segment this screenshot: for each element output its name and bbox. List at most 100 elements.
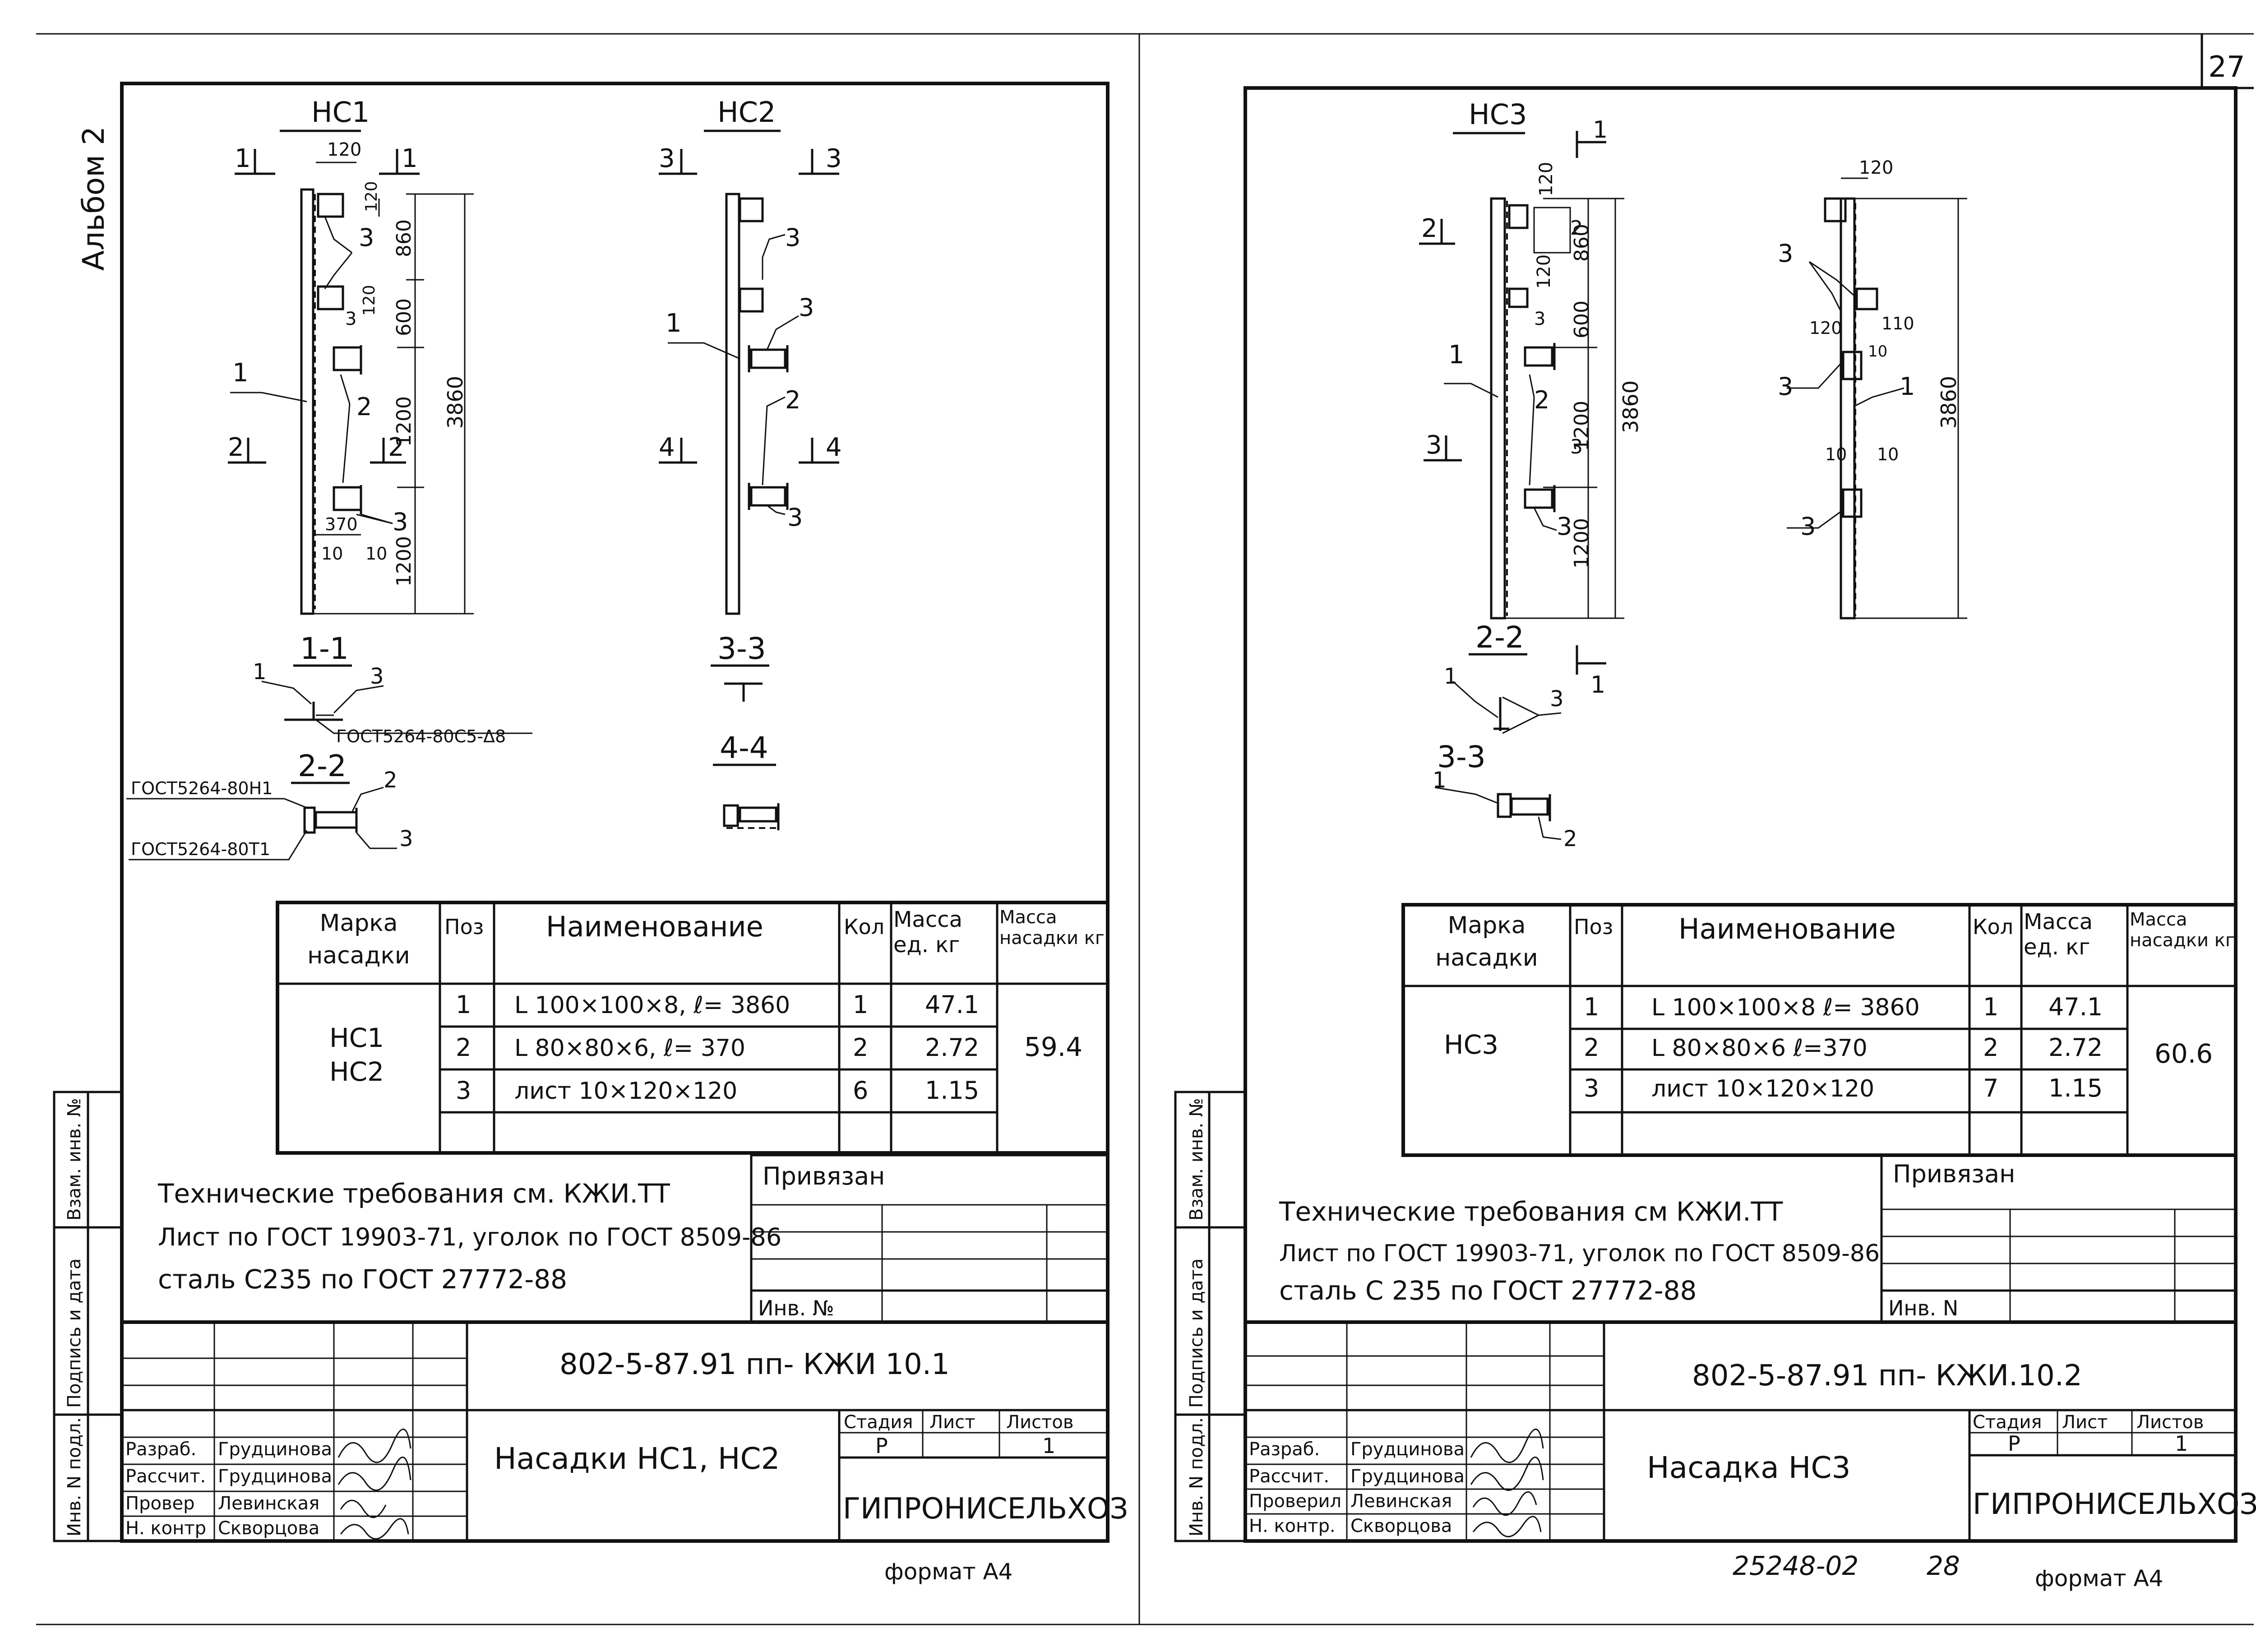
section-3-3-right-drawing: 1 2 <box>1433 768 1577 851</box>
svg-text:2: 2 <box>1563 826 1577 851</box>
svg-text:600: 600 <box>393 298 416 336</box>
svg-text:сталь С235 по ГОСТ 27772-88: сталь С235 по ГОСТ 27772-88 <box>158 1264 567 1295</box>
col-name-header: Наименование <box>546 910 763 943</box>
left-format: формат А4 <box>884 1559 1012 1585</box>
weld-note-2: ГОСТ5264-80Н1 <box>131 778 273 798</box>
nc3-section-marks: 1 2 3 2 3 1 <box>1419 116 1608 699</box>
section-2-2-right-label: 2-2 <box>1475 620 1524 655</box>
svg-text:3: 3 <box>1778 239 1793 268</box>
svg-text:Рассчит.: Рассчит. <box>1249 1466 1329 1487</box>
svg-text:10: 10 <box>365 544 387 564</box>
right-format: формат А4 <box>2035 1565 2163 1592</box>
section-4-4-label: 4-4 <box>720 731 768 765</box>
svg-text:Грудцинова: Грудцинова <box>1350 1466 1465 1487</box>
svg-text:120: 120 <box>362 181 381 212</box>
mark-nc2: НС2 <box>329 1056 384 1087</box>
svg-text:600: 600 <box>1570 301 1593 338</box>
section-2-2-label: 2-2 <box>298 749 347 783</box>
svg-text:Инв. N: Инв. N <box>1888 1296 1958 1320</box>
nc3-dimensions: 120 860 120 600 1200 1200 3860 <box>1534 162 1643 569</box>
nc3-side-view: 3 3 1 3 120 120 110 10 10 10 3860 <box>1778 157 1967 620</box>
svg-text:3: 3 <box>359 223 374 252</box>
right-org: ГИПРОНИСЕЛЬХОЗ <box>1973 1488 2256 1521</box>
svg-text:2: 2 <box>1983 1033 1998 1062</box>
col-unit-mass-header: Масса ед. кг <box>893 907 963 958</box>
svg-text:Н. контр.: Н. контр. <box>1249 1516 1336 1536</box>
svg-text:370: 370 <box>325 514 358 534</box>
svg-text:Привязан: Привязан <box>763 1162 885 1190</box>
nc1-title: НС1 <box>311 96 370 129</box>
svg-text:2: 2 <box>388 433 404 462</box>
svg-text:2: 2 <box>785 386 800 414</box>
svg-text:860: 860 <box>1570 224 1593 262</box>
svg-text:Лист: Лист <box>929 1412 975 1433</box>
svg-text:120: 120 <box>1809 318 1842 338</box>
svg-text:Разраб.: Разраб. <box>125 1439 196 1460</box>
nc3-elevation <box>1444 197 1624 620</box>
total-mass: 59.4 <box>1024 1032 1082 1062</box>
section-4-4-drawing <box>723 803 781 830</box>
svg-text:1: 1 <box>1593 116 1608 143</box>
svg-text:1: 1 <box>1584 993 1599 1021</box>
svg-text:Стадия: Стадия <box>844 1412 913 1433</box>
svg-text:10: 10 <box>1825 444 1847 464</box>
svg-text:1200: 1200 <box>1570 518 1593 569</box>
svg-text:47.1: 47.1 <box>2048 993 2103 1021</box>
svg-text:120: 120 <box>1534 255 1554 289</box>
mark-nc3: НС3 <box>1444 1029 1498 1060</box>
svg-text:1: 1 <box>232 358 249 388</box>
svg-text:1.15: 1.15 <box>925 1076 979 1105</box>
svg-text:Кол: Кол <box>1973 915 2013 939</box>
nc3-title: НС3 <box>1469 98 1527 131</box>
nc1-dimensions: 120 120 860 120 600 1200 1200 3860 370 1… <box>316 139 467 587</box>
svg-text:110: 110 <box>1882 314 1914 333</box>
svg-text:Листов: Листов <box>2136 1412 2204 1433</box>
svg-text:3: 3 <box>799 293 814 322</box>
svg-text:Левинская: Левинская <box>1350 1491 1452 1512</box>
svg-text:2: 2 <box>456 1033 471 1062</box>
svg-text:3: 3 <box>399 826 413 851</box>
svg-text:7: 7 <box>1983 1074 1998 1102</box>
right-title-block: 802-5-87.91 пп- КЖИ.10.2 Насадка НС3 Ста… <box>1244 1320 2256 1543</box>
svg-text:3: 3 <box>1426 430 1442 460</box>
left-doc-title: Насадки НС1, НС2 <box>494 1441 780 1476</box>
section-1-1-drawing: 1 3 ГОСТ5264-80С5-Δ8 <box>253 659 532 746</box>
svg-text:3: 3 <box>1534 309 1545 329</box>
svg-text:2: 2 <box>1421 214 1438 243</box>
section-3-3-drawing <box>724 682 763 702</box>
right-sheet: Инв. N подл. Подпись и дата Взам. инв. №… <box>1174 86 2256 1592</box>
svg-text:10: 10 <box>321 544 343 564</box>
section-1-1-label: 1-1 <box>300 631 349 666</box>
svg-text:Р: Р <box>2008 1431 2020 1456</box>
svg-text:2: 2 <box>384 768 398 793</box>
svg-text:1: 1 <box>456 990 471 1019</box>
left-stamp-sign: Подпись и дата <box>64 1259 85 1408</box>
svg-text:3: 3 <box>1557 512 1572 541</box>
svg-text:Лист: Лист <box>2062 1412 2108 1433</box>
nc2-section-marks: 3 3 4 4 <box>659 144 842 464</box>
svg-text:1: 1 <box>253 659 267 685</box>
svg-text:Скворцова: Скворцова <box>218 1518 319 1539</box>
svg-text:1200: 1200 <box>1570 401 1593 451</box>
svg-text:1: 1 <box>666 309 682 338</box>
svg-text:3: 3 <box>1584 1074 1599 1102</box>
svg-text:1.15: 1.15 <box>2048 1074 2103 1102</box>
svg-text:3860: 3860 <box>1618 380 1643 433</box>
svg-text:Лист по ГОСТ 19903-71, уголок: Лист по ГОСТ 19903-71, уголок по ГОСТ 85… <box>1279 1240 1880 1267</box>
svg-text:3: 3 <box>785 223 800 252</box>
svg-text:1: 1 <box>1900 372 1915 401</box>
svg-text:6: 6 <box>853 1076 868 1105</box>
svg-text:3860: 3860 <box>443 376 467 429</box>
svg-text:2: 2 <box>1534 386 1549 414</box>
col-mark-header: Марка насадки <box>307 910 410 969</box>
svg-text:1: 1 <box>1590 671 1605 699</box>
svg-text:лист 10×120×120: лист 10×120×120 <box>1651 1075 1874 1102</box>
svg-text:1200: 1200 <box>393 396 416 447</box>
right-doc-code: 802-5-87.91 пп- КЖИ.10.2 <box>1692 1359 2082 1393</box>
svg-text:47.1: 47.1 <box>925 990 979 1019</box>
svg-text:Лист по ГОСТ 19903-71, уголок: Лист по ГОСТ 19903-71, уголок по ГОСТ 85… <box>158 1223 781 1251</box>
svg-text:120: 120 <box>327 139 361 160</box>
svg-text:1200: 1200 <box>393 536 416 587</box>
svg-text:Технические требования см КЖИ.: Технические требования см КЖИ.ТТ <box>1279 1196 1783 1227</box>
left-title-block: 802-5-87.91 пп- КЖИ 10.1 Насадки НС1, НС… <box>120 1320 1128 1543</box>
